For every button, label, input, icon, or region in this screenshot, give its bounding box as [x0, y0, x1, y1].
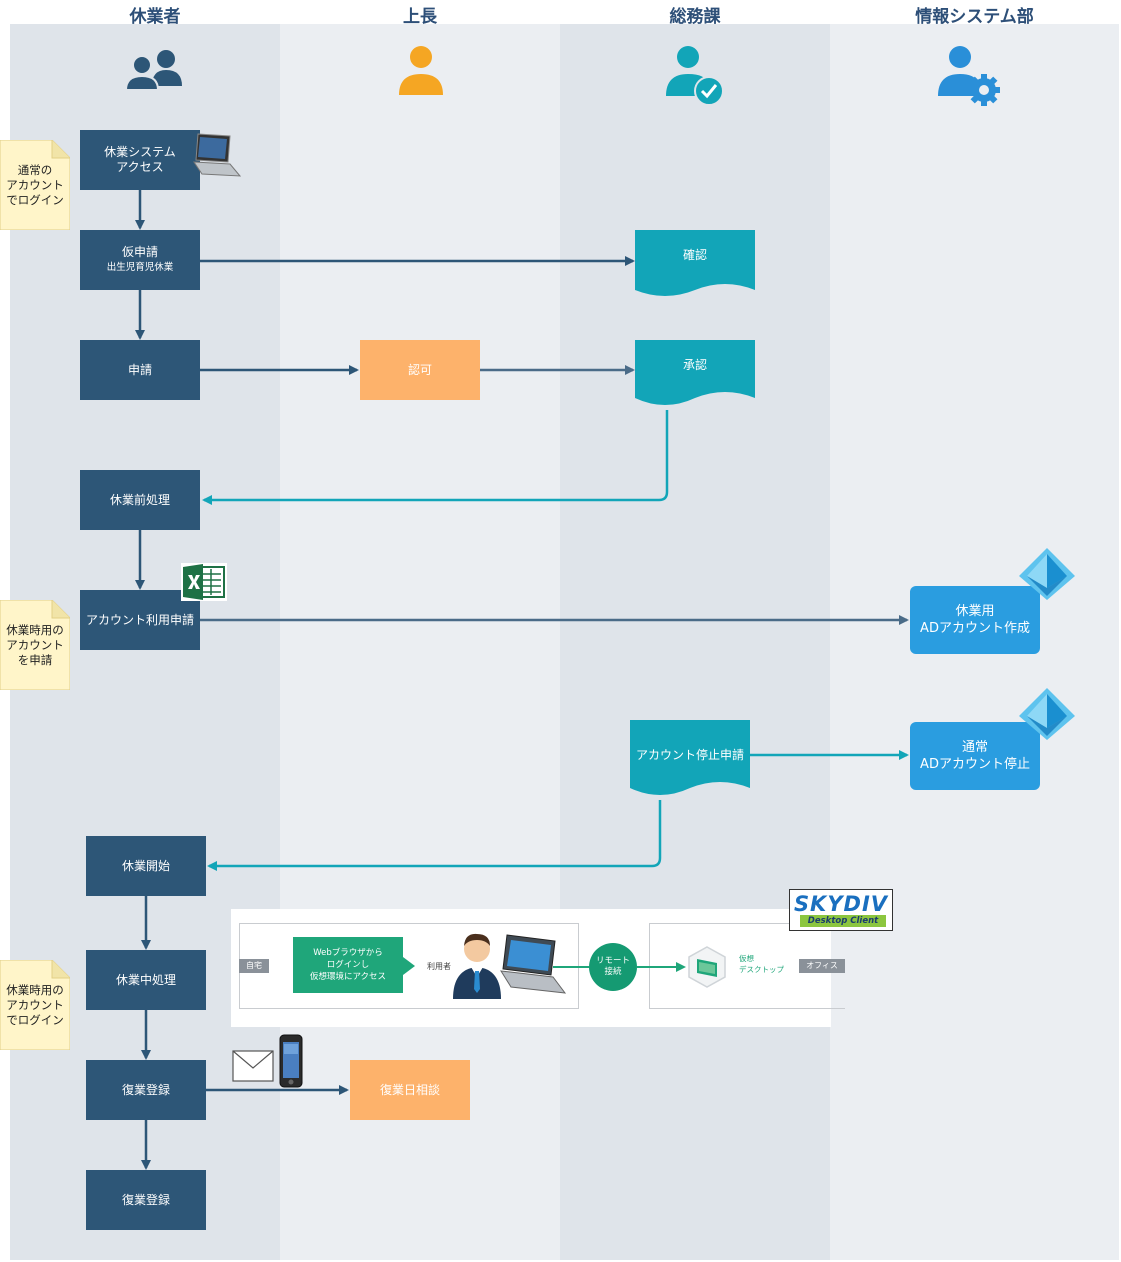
- node-approve-boss[interactable]: 認可: [360, 340, 480, 400]
- node-system-access[interactable]: 休業システム アクセス: [80, 130, 200, 190]
- node-leave-start[interactable]: 休業開始: [86, 836, 206, 896]
- excel-icon: [181, 563, 227, 601]
- note-login-normal-text: 通常の アカウント でログイン: [6, 162, 64, 207]
- node-return-register-2-label: 復業登録: [121, 1192, 170, 1207]
- node-provisional-apply[interactable]: 仮申請 出生児育児休業: [80, 230, 200, 290]
- skydiv-logo: SKYDIV Desktop Client: [789, 889, 893, 931]
- node-return-register-1[interactable]: 復業登録: [86, 1060, 206, 1120]
- node-during-leave[interactable]: 休業中処理: [86, 950, 206, 1010]
- node-during-leave-label: 休業中処理: [115, 972, 176, 987]
- node-approval-label: 承認: [682, 358, 707, 372]
- note-apply-leave-account: 休業時用の アカウント を申請: [0, 600, 70, 690]
- lane-title-general-affairs: 総務課: [669, 7, 721, 27]
- node-return-date-consult[interactable]: 復業日相談: [350, 1060, 470, 1120]
- panel-remote-connect: リモート 接続: [589, 943, 637, 991]
- note-apply-leave-account-text: 休業時用の アカウント を申請: [6, 622, 64, 667]
- panel-user-label: 利用者: [427, 962, 451, 971]
- node-system-access-label: 休業システム アクセス: [104, 145, 176, 174]
- callout-pointer-icon: [403, 957, 415, 975]
- user-check-icon: [666, 46, 724, 106]
- node-account-stop-request-label: アカウント停止申請: [635, 748, 744, 762]
- panel-browser-login: Webブラウザから ログインし 仮想環境にアクセス: [293, 937, 403, 993]
- panel-remote-connect-text: リモート 接続: [595, 956, 630, 977]
- virtual-desktop-icon: [688, 946, 726, 988]
- phone-icon: [279, 1034, 303, 1088]
- panel-virtual-desktop: 仮想 デスクトップ: [739, 954, 784, 974]
- node-approval-shape[interactable]: [635, 340, 755, 412]
- node-create-ad-account[interactable]: 休業用 ADアカウント作成: [910, 586, 1040, 654]
- mail-icon: [232, 1050, 274, 1082]
- node-return-register-2[interactable]: 復業登録: [86, 1170, 206, 1230]
- node-provisional-apply-label: 仮申請: [121, 245, 158, 259]
- node-create-ad-account-label: 休業用 ADアカウント作成: [920, 604, 1030, 636]
- users-icon: [124, 50, 182, 90]
- node-stop-ad-account[interactable]: 通常 ADアカウント停止: [910, 722, 1040, 790]
- laptop-icon: [193, 133, 242, 177]
- user-gear-icon: [938, 46, 1000, 106]
- node-stop-ad-account-label: 通常 ADアカウント停止: [920, 740, 1030, 772]
- lane-boss: [280, 24, 560, 1260]
- node-pre-leave-label: 休業前処理: [109, 492, 170, 507]
- node-apply[interactable]: 申請: [80, 340, 200, 400]
- laptop-icon: [500, 934, 567, 994]
- node-return-date-consult-label: 復業日相談: [379, 1082, 440, 1097]
- lane-title-leave-person: 休業者: [129, 7, 181, 27]
- panel-home-label: 自宅: [239, 959, 269, 973]
- node-confirm-label: 確認: [682, 248, 707, 262]
- node-account-stop-request-shape[interactable]: [630, 720, 750, 802]
- lane-title-it-department: 情報システム部: [915, 7, 1034, 27]
- user-icon: [399, 46, 443, 95]
- node-apply-label: 申請: [127, 362, 152, 377]
- node-provisional-apply-sub: 出生児育児休業: [106, 262, 174, 273]
- skydiv-logo-main: SKYDIV: [793, 892, 889, 916]
- azure-ad-icon: [1019, 688, 1075, 740]
- note-login-leave-text: 休業時用の アカウント でログイン: [6, 982, 64, 1027]
- businessman-icon: [453, 933, 501, 999]
- panel-browser-login-text: Webブラウザから ログインし 仮想環境にアクセス: [309, 948, 387, 982]
- azure-ad-icon: [1019, 548, 1075, 600]
- node-account-request-label: アカウント利用申請: [85, 612, 194, 627]
- note-login-leave: 休業時用の アカウント でログイン: [0, 960, 70, 1050]
- node-account-request[interactable]: アカウント利用申請: [80, 590, 200, 650]
- node-confirm-shape[interactable]: [635, 230, 755, 300]
- node-leave-start-label: 休業開始: [121, 858, 170, 873]
- lane-title-boss: 上長: [403, 7, 437, 27]
- node-pre-leave[interactable]: 休業前処理: [80, 470, 200, 530]
- node-return-register-1-label: 復業登録: [121, 1082, 170, 1097]
- skydiv-logo-sub: Desktop Client: [800, 915, 886, 927]
- note-login-normal: 通常の アカウント でログイン: [0, 140, 70, 230]
- panel-office-label: オフィス: [799, 959, 845, 973]
- remote-desktop-panel: 自宅 Webブラウザから ログインし 仮想環境にアクセス 利用者 リモート 接続…: [231, 909, 845, 1027]
- panel-connector-line: [553, 962, 686, 972]
- node-approve-boss-label: 認可: [407, 362, 432, 377]
